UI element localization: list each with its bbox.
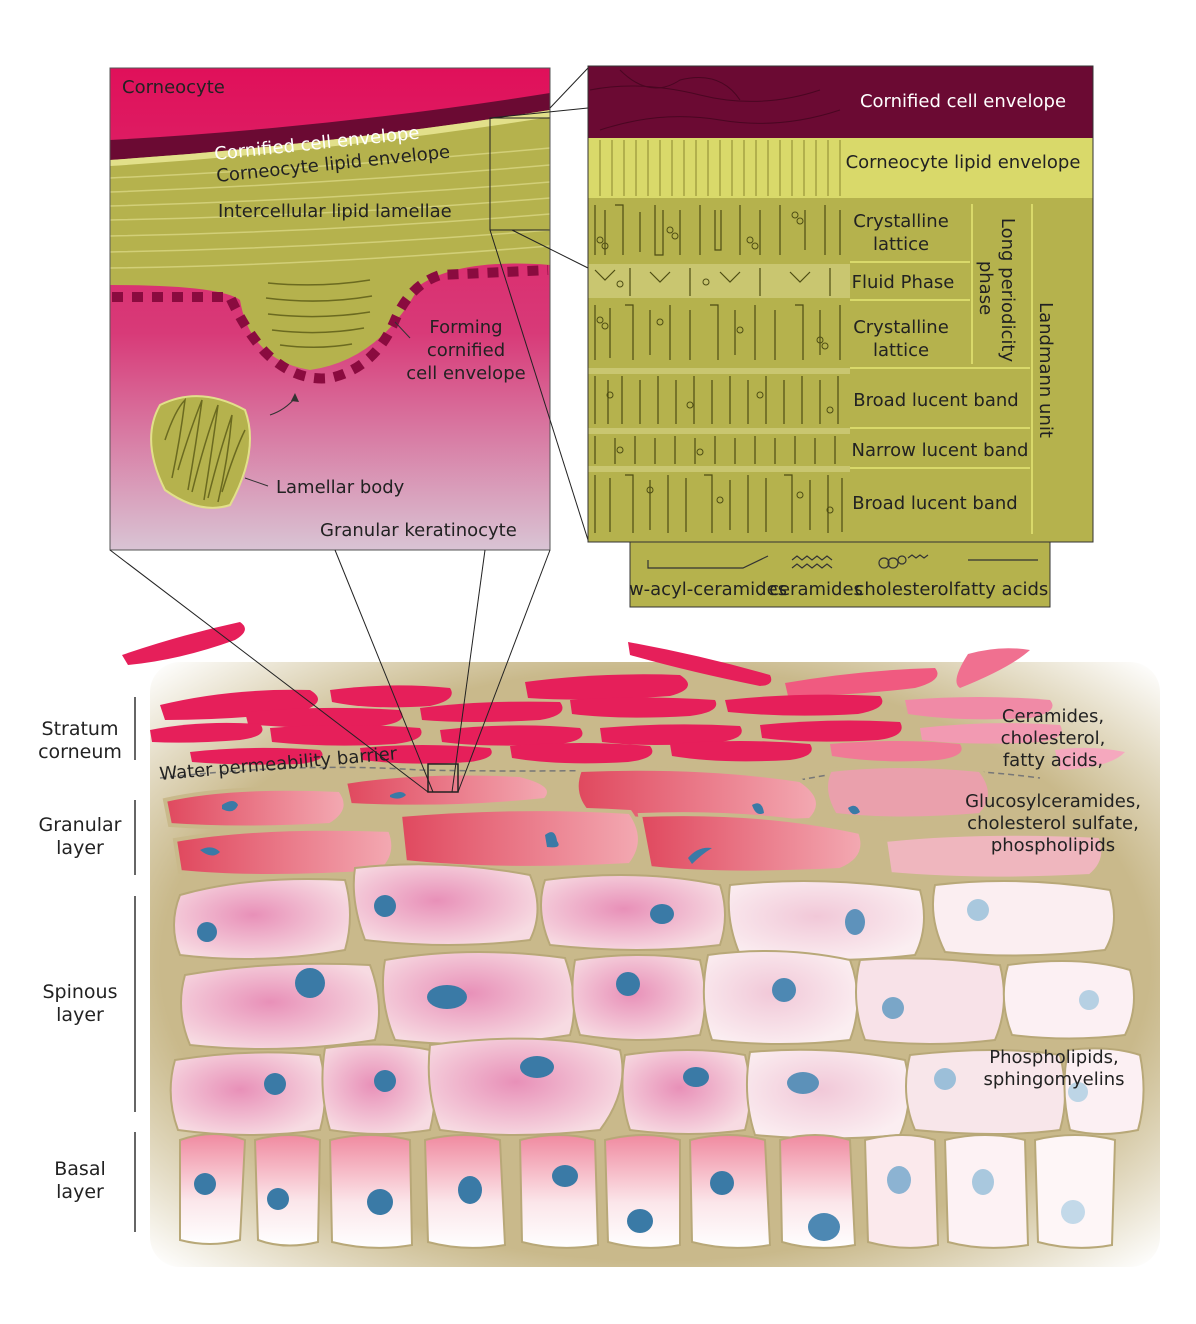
legend-box (629, 541, 1051, 608)
band-separators (850, 204, 1033, 534)
broad-band-2-label: Broad lucent band (852, 493, 1017, 514)
gr-note-3: phospholipids (991, 835, 1115, 856)
cholesterol-glyph (878, 557, 890, 569)
basal-label-2: layer (56, 1181, 104, 1203)
fluid-phase-label: Fluid Phase (852, 272, 955, 293)
forming-label-3: cell envelope (406, 363, 525, 384)
panel-border (109, 67, 551, 551)
lipid-molecules (594, 204, 843, 533)
forming-label-2: cornified (427, 340, 505, 361)
detail-cornified-envelope (588, 66, 1093, 138)
basal-label-1: Basal (54, 1158, 106, 1180)
lipid-envelope-band (110, 110, 550, 166)
lamellar-body-label: Lamellar body (276, 477, 405, 498)
crystalline-1b-label: lattice (873, 234, 929, 255)
forming-leader (394, 321, 411, 339)
broad-band-1-label: Broad lucent band (853, 390, 1018, 411)
legend-cholesterol-label: cholesterol (855, 579, 954, 600)
sc-note-2: cholesterol, (1001, 728, 1106, 749)
sp-note-1: Phospholipids, (989, 1047, 1118, 1068)
intercellular-label: Intercellular lipid lamellae (218, 201, 452, 222)
forming-label-1: Forming (429, 317, 502, 338)
legend-glyphs (647, 554, 1038, 569)
long-periodicity-label-1: Long periodicity (997, 218, 1018, 363)
zoom-region (427, 763, 459, 793)
detail-cornified-label: Cornified cell envelope (860, 91, 1066, 112)
layer-labels: Stratum corneum Granular layer Spinous l… (38, 718, 122, 1203)
tissue-section (122, 622, 1160, 1267)
stratum-label-2: corneum (38, 741, 122, 763)
forming-envelope-dashes (112, 265, 549, 384)
legend-acyl-label: w-acyl-ceramides (629, 579, 787, 600)
long-periodicity-label-2: phase (975, 261, 996, 315)
sc-note-1: Ceramides, (1002, 706, 1104, 727)
stratum-corneum-cells (122, 622, 1125, 770)
panel-zoom-region (489, 117, 550, 231)
detail-lipid-envelope-label: Corneocyte lipid envelope (846, 152, 1081, 173)
crystalline-1a-label: Crystalline (853, 211, 949, 232)
stratum-label-1: Stratum (42, 718, 119, 740)
ceramide-glyph (791, 555, 833, 569)
cholesterol-rings (596, 211, 834, 514)
spinous-label-2: layer (56, 1004, 104, 1026)
basal-nuclei (194, 1165, 1085, 1241)
granular-label-1: Granular (39, 814, 122, 836)
spinous-nuclei (197, 895, 1099, 1102)
lucent-bands (588, 264, 850, 472)
gr-note-2: cholesterol sulfate, (967, 813, 1139, 834)
spinous-label-1: Spinous (42, 981, 117, 1003)
sp-note-2: sphingomyelins (983, 1069, 1124, 1090)
granular-label-2: layer (56, 837, 104, 859)
envelope-ticks (599, 140, 841, 196)
crystalline-2a-label: Crystalline (853, 317, 949, 338)
granular-nuclei (200, 792, 860, 864)
cornified-envelope-band (110, 93, 550, 160)
spinous-layer-cells (169, 863, 1145, 1140)
magnified-cell-panel: Corneocyte Cornified cell envelope Corne… (109, 67, 551, 551)
corneocyte-label: Corneocyte (122, 77, 225, 98)
lipid-notes: Ceramides, cholesterol, fatty acids, Glu… (965, 706, 1141, 1090)
lamellar-leader (244, 477, 269, 487)
extruded-lamellae (265, 279, 373, 349)
crystalline-2b-label: lattice (873, 340, 929, 361)
narrow-band-label: Narrow lucent band (852, 440, 1029, 461)
zoom-connectors (109, 67, 589, 793)
acyl-ceramide-glyph (647, 555, 769, 569)
envelope-texture (589, 69, 841, 131)
legend-fatty-label: fatty acids (954, 579, 1049, 600)
gr-note-1: Glucosylceramides, (965, 791, 1141, 812)
lamellar-body-stripes (164, 397, 246, 503)
landmann-unit-label: Landmann unit (1035, 302, 1056, 438)
lipid-detail-panel: Cornified cell envelope Corneocyte lipid… (587, 65, 1094, 608)
sc-note-3: fatty acids, (1003, 750, 1103, 771)
lamellae-lines (110, 147, 550, 269)
granular-keratinocyte-label: Granular keratinocyte (320, 520, 517, 541)
lamellar-arrowhead (291, 393, 299, 402)
basal-layer-cells (179, 1133, 1117, 1249)
legend-ceramides-label: ceramides (769, 579, 863, 600)
